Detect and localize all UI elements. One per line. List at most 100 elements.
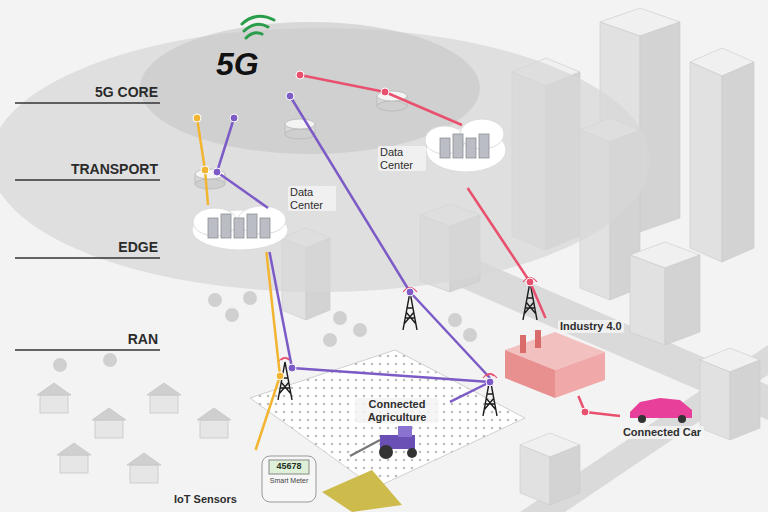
signal-arc: [242, 16, 274, 24]
factory-chimney: [535, 330, 541, 348]
layer-label: 5G CORE: [95, 84, 158, 100]
link-dot: [581, 408, 589, 416]
network-dot: [213, 168, 221, 176]
server-rack: [234, 218, 244, 238]
house-roof: [37, 383, 71, 395]
node-label: Data Center: [378, 146, 426, 171]
network-link: [578, 396, 620, 416]
link-dot: [486, 378, 494, 386]
layer-label: RAN: [128, 331, 158, 347]
meter-caption: Smart Meter: [270, 477, 309, 485]
smart-meter: [262, 456, 316, 502]
building-side: [730, 360, 760, 440]
building-side: [700, 360, 730, 440]
cell-tower: [483, 374, 497, 417]
agriculture-node: Connected Agriculture: [340, 396, 450, 462]
server-rack: [440, 138, 450, 158]
house-roof: [147, 383, 181, 395]
network-dot: [406, 288, 414, 296]
tractor-wheel: [379, 445, 393, 459]
network-line: [290, 96, 490, 378]
car-wheel: [678, 415, 686, 423]
building-side: [722, 62, 754, 262]
meter-reading: 45678: [276, 461, 301, 471]
network-dot: [230, 114, 238, 122]
tree: [323, 333, 337, 347]
server-rack: [466, 138, 476, 158]
house-roof: [92, 408, 126, 420]
server-rack: [221, 214, 231, 238]
meter-display: [269, 460, 309, 474]
layer-rule: [15, 102, 160, 104]
road: [520, 345, 768, 512]
server-rack: [453, 134, 463, 158]
tractor-wheel: [407, 448, 417, 458]
layer-rule: [15, 257, 160, 259]
house-wall: [60, 455, 88, 473]
house-roof: [57, 443, 91, 455]
building-side: [640, 22, 680, 232]
house-roof: [127, 453, 161, 465]
house-wall: [40, 395, 68, 413]
cell-tower: [523, 278, 537, 321]
logo-text: 5G: [216, 46, 259, 83]
node-label: Connected Agriculture: [355, 398, 439, 423]
sensor-bed: [322, 470, 402, 512]
building-side: [550, 445, 580, 505]
tree: [353, 323, 367, 337]
tree: [53, 358, 67, 372]
server-rack: [208, 218, 218, 238]
house-wall: [200, 420, 228, 438]
tractor-cab: [398, 426, 412, 437]
router-top: [195, 169, 225, 179]
network-link: [270, 252, 491, 402]
layer-label: TRANSPORT: [71, 161, 158, 177]
car-node: Connected Car: [620, 396, 707, 446]
building-side: [520, 445, 550, 505]
layer-rule: [15, 349, 160, 351]
network-dot: [296, 71, 304, 79]
data-center: Data Center: [376, 108, 506, 188]
industry-node: Industry 4.0: [498, 318, 627, 396]
node-label: Industry 4.0: [558, 320, 624, 333]
tree: [225, 308, 239, 322]
5g-core-zone: [140, 22, 480, 154]
tractor-boom: [350, 440, 380, 456]
house-wall: [150, 395, 178, 413]
link-dot: [276, 372, 284, 380]
car-body: [630, 398, 692, 418]
router-base: [195, 179, 225, 189]
house-wall: [95, 420, 123, 438]
factory-wall: [555, 352, 605, 398]
network-dot: [201, 166, 209, 174]
cell-tower: [403, 288, 417, 331]
house-roof: [197, 408, 231, 420]
data-center: Data Center: [186, 180, 339, 252]
factory-chimney: [520, 335, 526, 353]
tree: [208, 293, 222, 307]
network-line: [300, 75, 462, 125]
server-rack: [260, 218, 270, 238]
node-label: Connected Car: [620, 426, 704, 439]
tree: [448, 313, 462, 327]
tree: [333, 311, 347, 325]
network-line: [197, 118, 208, 205]
building-side: [665, 255, 700, 345]
layer-label: EDGE: [118, 239, 158, 255]
link-dot: [288, 364, 296, 372]
network-link: [468, 188, 546, 318]
server-rack: [479, 134, 489, 158]
signal-arc: [246, 33, 262, 38]
network-line: [217, 118, 268, 208]
server-rack: [247, 214, 257, 238]
layer-rule: [15, 179, 160, 181]
tree: [103, 353, 117, 367]
building-side: [630, 255, 665, 345]
node-label: IoT Sensors: [172, 493, 239, 506]
router-base: [377, 101, 407, 111]
tree: [463, 328, 477, 342]
signal-arc: [244, 24, 268, 31]
